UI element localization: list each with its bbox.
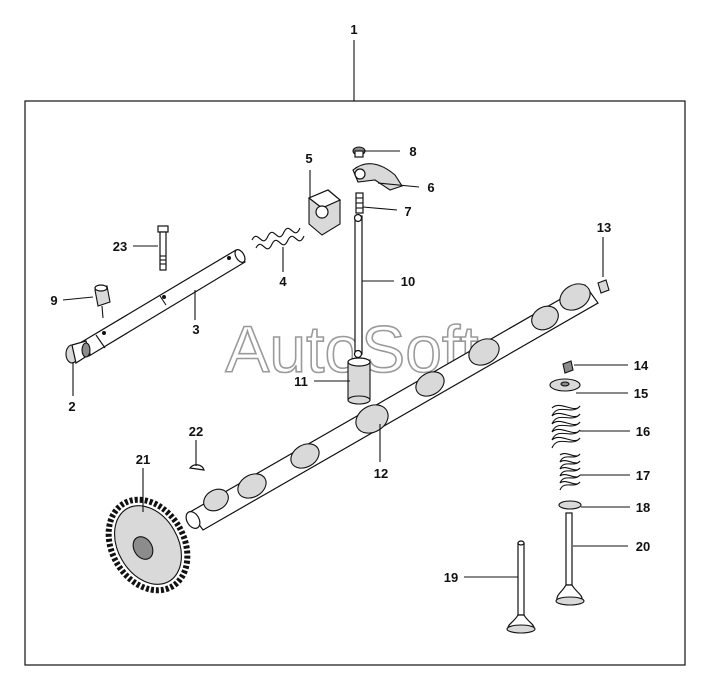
label-9[interactable]: 9 [50, 293, 57, 308]
rocker-bracket[interactable] [307, 189, 342, 236]
label-7[interactable]: 7 [404, 204, 411, 219]
label-21[interactable]: 21 [136, 452, 150, 467]
label-22[interactable]: 22 [189, 424, 203, 439]
label-5[interactable]: 5 [305, 151, 312, 166]
rocker-arm[interactable] [352, 163, 403, 191]
tappet[interactable] [347, 357, 371, 405]
label-23[interactable]: 23 [113, 239, 127, 254]
label-3[interactable]: 3 [192, 322, 199, 337]
outer-valve-spring[interactable] [551, 404, 581, 449]
label-11[interactable]: 11 [294, 374, 308, 389]
rocker-shaft[interactable] [79, 248, 247, 357]
adjust-nut[interactable] [352, 146, 366, 158]
label-20[interactable]: 20 [636, 539, 650, 554]
valve-keeper[interactable] [562, 360, 574, 374]
inner-valve-spring[interactable] [559, 453, 581, 491]
spring-seat[interactable] [558, 500, 582, 510]
label-19[interactable]: 19 [444, 570, 458, 585]
label-10[interactable]: 10 [401, 274, 415, 289]
camshaft[interactable] [183, 279, 599, 531]
adjust-screw[interactable] [355, 192, 364, 214]
diagram-frame [24, 100, 686, 666]
spring-retainer[interactable] [549, 378, 581, 392]
shaft-bracket-bolt[interactable] [94, 284, 111, 319]
label-8[interactable]: 8 [409, 144, 416, 159]
rocker-spring[interactable] [251, 227, 305, 250]
label-16[interactable]: 16 [636, 424, 650, 439]
label-1[interactable]: 1 [350, 22, 357, 37]
push-rod[interactable] [353, 213, 363, 359]
exhaust-valve[interactable] [555, 512, 585, 606]
long-bolt[interactable] [157, 225, 169, 271]
camshaft-end-plug[interactable] [597, 279, 610, 294]
label-17[interactable]: 17 [636, 468, 650, 483]
camshaft-gear[interactable] [93, 485, 203, 604]
woodruff-key[interactable] [188, 464, 205, 471]
intake-valve[interactable] [506, 540, 536, 634]
label-18[interactable]: 18 [636, 500, 650, 515]
label-13[interactable]: 13 [597, 220, 611, 235]
label-15[interactable]: 15 [634, 386, 648, 401]
label-2[interactable]: 2 [68, 399, 75, 414]
label-6[interactable]: 6 [427, 180, 434, 195]
label-12[interactable]: 12 [374, 466, 388, 481]
shaft-end-plug[interactable] [65, 340, 91, 364]
label-14[interactable]: 14 [634, 358, 649, 373]
leader-lines [62, 150, 630, 578]
label-4[interactable]: 4 [279, 274, 287, 289]
